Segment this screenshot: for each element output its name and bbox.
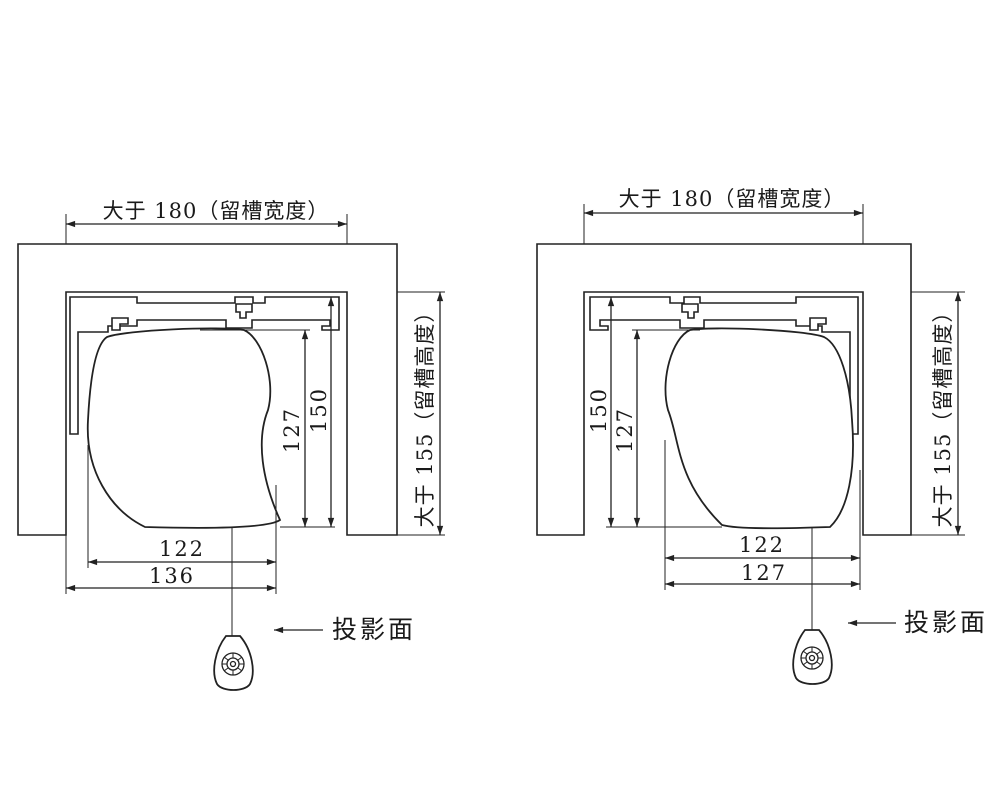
left-diagram: 大于 180（留槽宽度） 大于 155（留槽高度） 投影面 150	[17, 199, 445, 691]
right-dim-width-outer: 127	[741, 561, 787, 585]
left-dim-width-outer: 136	[149, 564, 195, 588]
right-slot-width-label: 大于 180（留槽宽度）	[619, 187, 846, 211]
right-dim-150: 150	[587, 387, 611, 433]
right-motor-body[interactable]	[664, 327, 854, 530]
left-stone-wall	[17, 243, 398, 536]
left-dim-width-inner: 122	[159, 537, 205, 561]
right-projection-label: 投影面	[904, 608, 988, 637]
left-remote-icon[interactable]	[213, 635, 254, 691]
left-dim-150: 150	[307, 387, 331, 433]
left-projection-label: 投影面	[332, 615, 416, 644]
right-slot-height-label: 大于 155（留槽高度）	[931, 301, 955, 528]
right-stone-wall	[536, 243, 912, 536]
right-dim-127: 127	[613, 407, 637, 453]
left-slot-width-label: 大于 180（留槽宽度）	[103, 199, 330, 223]
right-remote-icon[interactable]	[792, 629, 833, 685]
left-dim-127: 127	[280, 407, 304, 453]
left-slot-height-label: 大于 155（留槽高度）	[413, 301, 437, 528]
right-ceiling-rail	[589, 296, 859, 435]
right-diagram: 大于 180（留槽宽度） 大于 155（留槽高度） 投影面 150 127	[536, 187, 988, 685]
right-dim-width-inner: 122	[739, 533, 785, 557]
left-motor-body[interactable]	[86, 327, 282, 529]
